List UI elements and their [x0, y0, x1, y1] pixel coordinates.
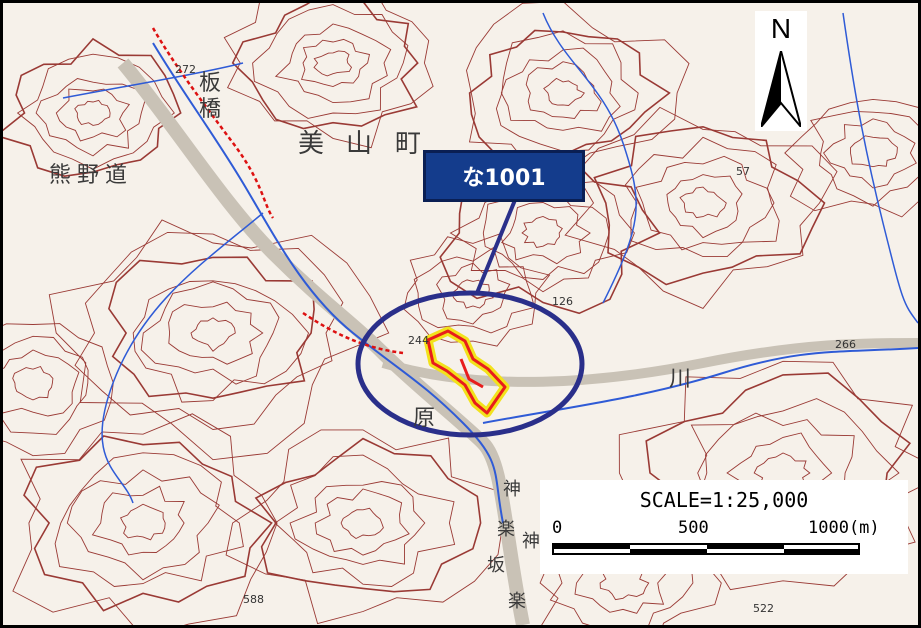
contour-line-5-6 [12, 413, 278, 625]
label-kamiraku-2: 楽 [497, 519, 515, 540]
contour-line-9-2 [823, 118, 917, 189]
contour-line-6-6 [225, 429, 504, 625]
contour-line-11-4 [3, 323, 114, 457]
contour-line-3-4 [624, 136, 780, 258]
contour-line-1-1 [313, 50, 353, 77]
scale-legend: SCALE=1:25,000 0 500 1000(m) [540, 480, 908, 574]
contour-line-4-7 [48, 219, 390, 461]
scale-title: SCALE=1:25,000 [639, 488, 809, 512]
contour-line-2-2 [525, 61, 602, 119]
contour-line-3-2 [666, 174, 743, 239]
label-kamiraku-5: 楽 [508, 591, 526, 612]
north-label: N [770, 13, 792, 44]
contour-line-4-3 [140, 281, 280, 385]
contour-line-4-5 [108, 256, 315, 400]
river-top [62, 62, 244, 99]
contour-line-3-5 [593, 125, 826, 286]
contour-line-5-3 [66, 469, 220, 581]
contour-line-4-4 [132, 280, 310, 403]
scale-tick-500: 500 [678, 518, 709, 538]
river-main [152, 42, 504, 524]
contour-line-7-5 [439, 154, 661, 315]
contour-line-5-4 [54, 452, 244, 587]
contour-line-2-6 [466, 3, 690, 173]
scale-tick-1000: 1000(m) [808, 518, 880, 538]
label-itabashi-2: 橋 [199, 97, 222, 122]
elevation-588: 588 [243, 593, 264, 606]
elevation-57: 57 [736, 165, 750, 178]
label-miyama: 美 [298, 129, 325, 159]
contour-line-2-4 [495, 30, 639, 152]
contour-line-9-4 [784, 98, 918, 218]
contour-line-3-3 [635, 155, 775, 251]
label-machi: 町 [395, 129, 422, 159]
contour-line-2-1 [543, 77, 586, 106]
elevation-126: 126 [552, 295, 573, 308]
contour-line-11-3 [3, 335, 89, 435]
label-kamiraku-1: 神 [503, 479, 521, 500]
contour-line-7-2 [501, 202, 591, 265]
scale-tick-0: 0 [552, 518, 563, 538]
contour-line-0-1 [74, 99, 111, 126]
north-arrow: N [755, 11, 807, 131]
river-northeast [842, 12, 918, 324]
contour-line-6-5 [254, 437, 482, 593]
contour-line-0-3 [35, 78, 146, 157]
river-west [101, 212, 264, 504]
contour-line-12-4 [403, 233, 551, 347]
label-kamiraku-3: 神 [522, 531, 540, 552]
label-itabashi-1: 板 [199, 71, 222, 96]
contour-line-6-3 [289, 481, 426, 565]
contour-line-12-3 [413, 246, 536, 334]
contour-line-9-3 [810, 110, 918, 207]
label-kamiraku-4: 坂 [487, 555, 505, 576]
contour-line-3-6 [564, 106, 838, 309]
contour-line-0-2 [55, 88, 131, 142]
contour-line-11-1 [12, 365, 54, 401]
label-yama: 山 [346, 129, 373, 159]
contour-line-11-2 [3, 349, 80, 417]
contour-line-6-1 [340, 507, 384, 540]
contour-line-7-1 [521, 216, 563, 249]
contour-line-9-1 [850, 135, 898, 168]
target-area-ellipse [355, 290, 585, 438]
callout-pointer [475, 199, 517, 294]
contour-line-6-2 [314, 488, 410, 556]
contour-line-5-5 [23, 435, 273, 612]
contour-line-1-2 [301, 38, 371, 87]
elevation-244: 244 [408, 334, 429, 347]
contour-line-2-5 [468, 29, 671, 158]
contour-line-1-5 [231, 3, 419, 130]
callout-label: な1001 [462, 166, 546, 191]
red-dashed-road [151, 27, 275, 219]
north-arrow-icon [761, 51, 801, 127]
parcel-outline [426, 329, 507, 415]
label-kumanomichi: 熊野道 [49, 163, 134, 188]
red-dashed-road-2 [302, 311, 404, 355]
contour-line-5-2 [91, 485, 185, 556]
contour-line-1-3 [274, 23, 392, 104]
label-kawa: 川 [669, 367, 692, 392]
contour-line-5-1 [119, 503, 166, 541]
parcel-callout: な1001 [423, 150, 585, 202]
contour-line-4-2 [168, 301, 264, 365]
contour-line-2-3 [500, 47, 621, 132]
contour-line-4-1 [190, 317, 236, 352]
label-hara: 原 [413, 406, 436, 431]
elevation-272: 272 [175, 63, 196, 76]
contour-line-0-5 [3, 37, 182, 178]
scale-bar [552, 543, 860, 555]
elevation-522: 522 [753, 602, 774, 615]
contour-line-3-1 [679, 186, 727, 219]
elevation-266: 266 [835, 338, 856, 351]
river-north [542, 12, 637, 304]
